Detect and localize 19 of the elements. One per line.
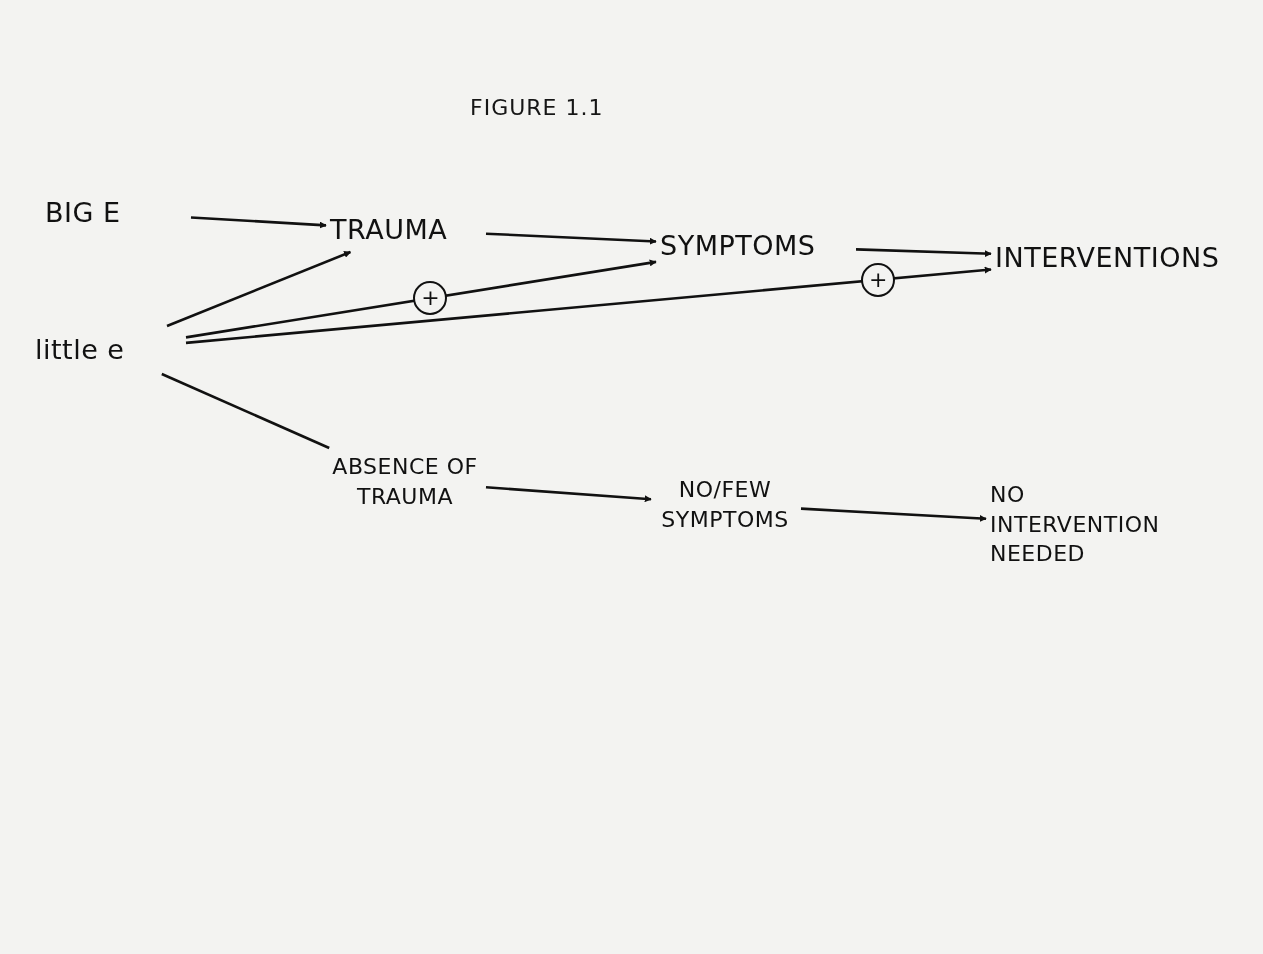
arrow [485,486,652,503]
arrow [166,250,352,328]
arrow [800,507,987,522]
arrow [190,216,327,229]
node-label: BIG E [45,196,122,230]
node-label: NO INTERVENTION NEEDED [990,481,1161,569]
node-label: little e [35,333,126,367]
arrow [855,248,992,258]
node-label: SYMPTOMS [660,229,817,263]
arrow [185,259,657,339]
edge-label: + [861,262,896,297]
figure-title: FIGURE 1.1 [470,95,604,120]
node-label: ABSENCE OF TRAUMA [331,453,479,511]
edge-label: + [413,281,448,316]
node-label: TRAUMA [330,213,449,247]
arrow [485,232,657,245]
node-label: INTERVENTIONS [995,241,1221,275]
node-label: NO/FEW SYMPTOMS [660,476,790,534]
arrow [185,266,992,345]
